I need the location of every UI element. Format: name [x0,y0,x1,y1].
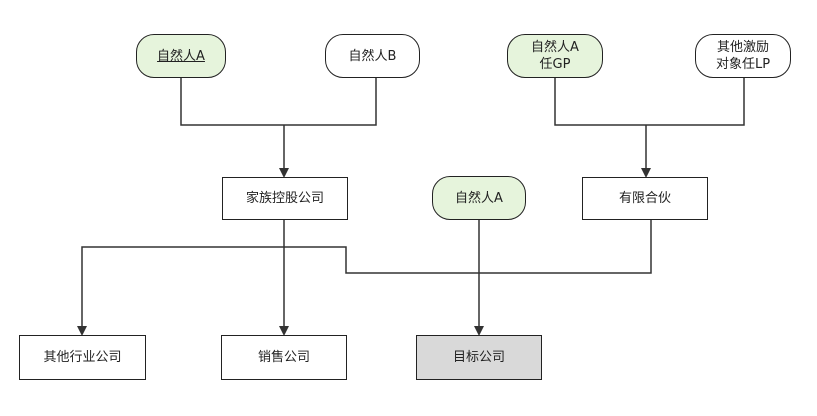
node-label: 家族控股公司 [245,191,324,206]
edge-persons-to-family-holding [180,78,377,126]
node-label: 其他行业公司 [43,350,122,365]
node-label: 自然人A [157,48,205,64]
node-label: 自然人A [455,190,503,206]
node-limited-partnership[interactable]: 有限合伙 [582,177,708,220]
node-other-industry-company[interactable]: 其他行业公司 [19,335,146,380]
edge-family-to-other-industry [77,220,285,336]
node-label: 目标公司 [452,350,505,365]
node-label: 自然人A 任GP [531,40,579,72]
node-person-b[interactable]: 自然人B [325,34,420,78]
edge-family-to-partnership-link [284,220,652,274]
node-label: 销售公司 [257,350,310,365]
node-label: 自然人B [348,48,397,64]
node-sales-company[interactable]: 销售公司 [221,335,347,380]
node-incentive-lp[interactable]: 其他激励 对象任LP [695,34,791,78]
node-person-a-mid[interactable]: 自然人A [432,176,526,220]
node-family-holding[interactable]: 家族控股公司 [222,177,348,220]
node-person-a-top[interactable]: 自然人A [136,34,226,78]
node-person-a-gp[interactable]: 自然人A 任GP [507,34,603,78]
node-label: 其他激励 对象任LP [715,40,771,72]
edge-gp-lp-to-partnership [554,78,745,126]
node-target-company[interactable]: 目标公司 [416,335,542,380]
node-label: 有限合伙 [618,191,671,206]
